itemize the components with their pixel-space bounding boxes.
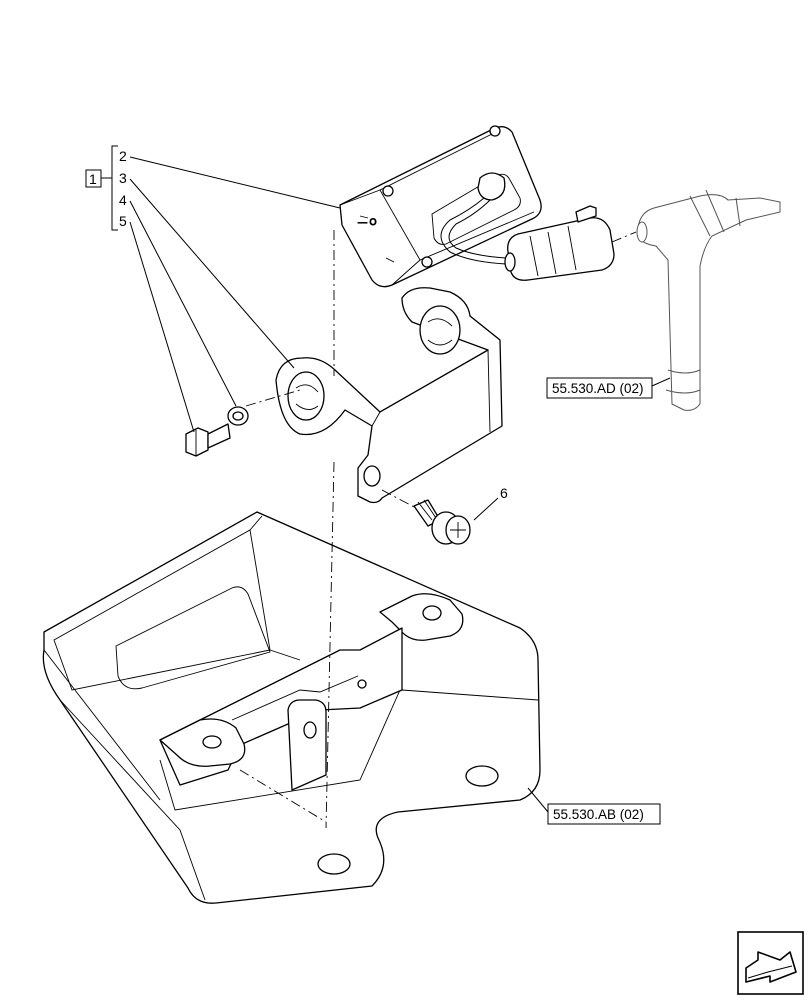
sensor-box: — O: [339, 125, 542, 288]
callout-6: 6: [500, 485, 508, 501]
support-bracket: [42, 511, 541, 904]
ref-support-label: 55.530.AB (02): [553, 807, 644, 822]
bolt-hex: [185, 423, 231, 457]
ref-harness: 55.530.AD (02): [546, 377, 653, 399]
ref-support: 55.530.AB (02): [547, 803, 661, 825]
callout-3: 3: [119, 170, 127, 186]
leader-lines: [129, 156, 671, 813]
callout-5: 5: [119, 213, 127, 229]
callout-2: 2: [119, 148, 127, 164]
callout-4: 4: [119, 192, 127, 208]
ref-harness-label: 55.530.AD (02): [552, 381, 644, 396]
mounting-plate: [275, 287, 503, 504]
callout-bracket: [85, 145, 118, 231]
callout-group: 1: [89, 171, 97, 187]
harness-plug: [636, 189, 781, 411]
screw-washer-head: [413, 499, 471, 545]
next-page-arrow-icon[interactable]: [737, 931, 804, 995]
connector: [504, 205, 615, 281]
svg-text:— O: — O: [358, 217, 377, 227]
washer: [227, 406, 249, 426]
alignment-lines: [239, 230, 637, 829]
